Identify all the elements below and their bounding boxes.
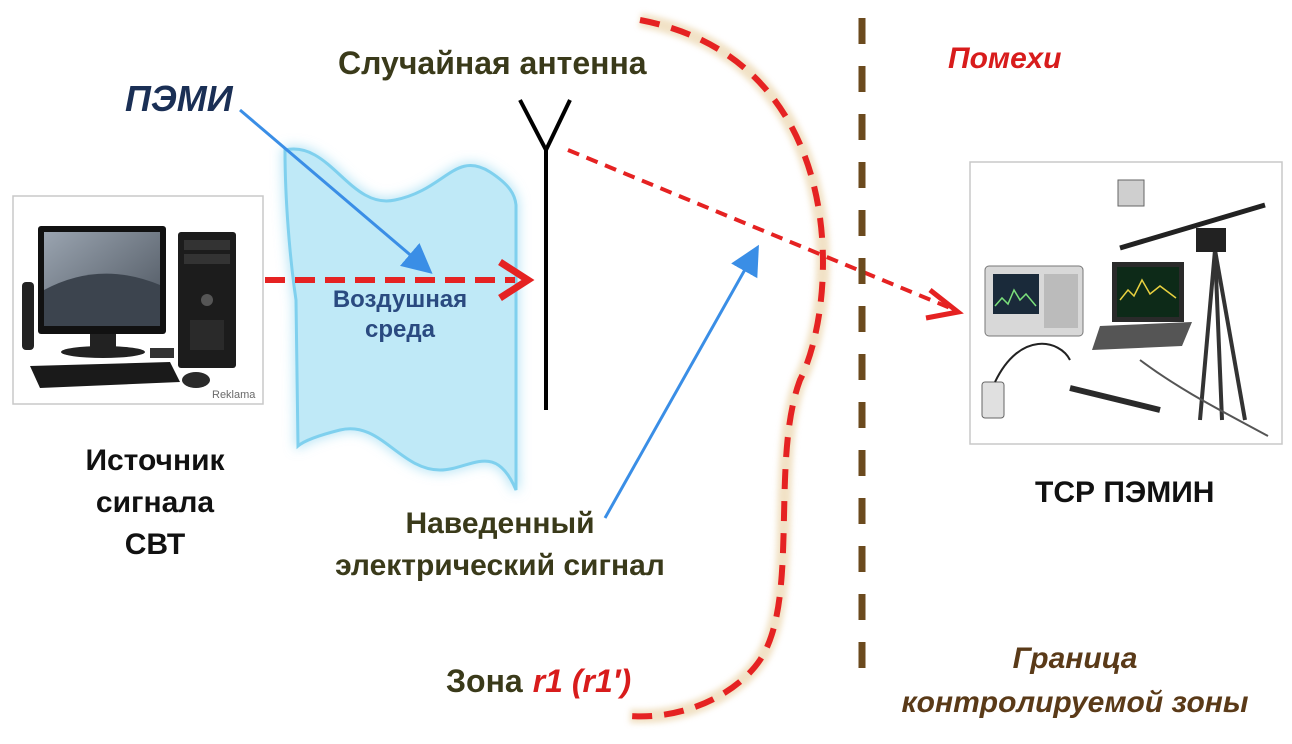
induced-pointer-arrow <box>603 244 759 519</box>
source-line3: СВТ <box>124 528 186 561</box>
source-signal-arrow <box>265 259 535 301</box>
watermark-text: Reklama <box>212 389 256 401</box>
signal-source-label: Источник сигнала СВТ <box>20 440 290 566</box>
interference-arrow <box>567 148 964 321</box>
random-antenna-label: Случайная антенна <box>338 45 647 81</box>
computer-icon <box>12 195 264 405</box>
induced-line2: электрический сигнал <box>335 549 665 582</box>
pemi-pointer-arrow <box>239 108 433 274</box>
air-medium-shape <box>283 147 518 491</box>
zone-r1-arc <box>629 17 826 720</box>
source-line2: сигнала <box>95 486 215 519</box>
air-medium-line2: среда <box>365 316 435 343</box>
air-medium-line1: Воздушная <box>332 286 468 313</box>
tsr-pemin-label: ТСР ПЭМИН <box>1035 476 1215 509</box>
induced-line1: Наведенный <box>405 507 595 540</box>
induced-signal-label: Наведенный электрический сигнал <box>330 503 670 587</box>
pemi-label: ПЭМИ <box>125 78 233 119</box>
air-medium-label: Воздушная среда <box>300 285 500 345</box>
antenna-icon <box>518 99 572 410</box>
interference-label: Помехи <box>948 42 1062 75</box>
measurement-equipment-icon <box>969 161 1283 445</box>
zone-prefix: Зона <box>446 663 523 699</box>
zone-value: r1 (r1′) <box>532 663 632 699</box>
border-line1: Граница <box>1012 642 1138 675</box>
controlled-zone-border-label: Граница контролируемой зоны <box>880 637 1270 725</box>
source-line1: Источник <box>85 444 225 477</box>
border-line2: контролируемой зоны <box>901 686 1249 719</box>
zone-r1-arc-glow <box>629 13 830 724</box>
